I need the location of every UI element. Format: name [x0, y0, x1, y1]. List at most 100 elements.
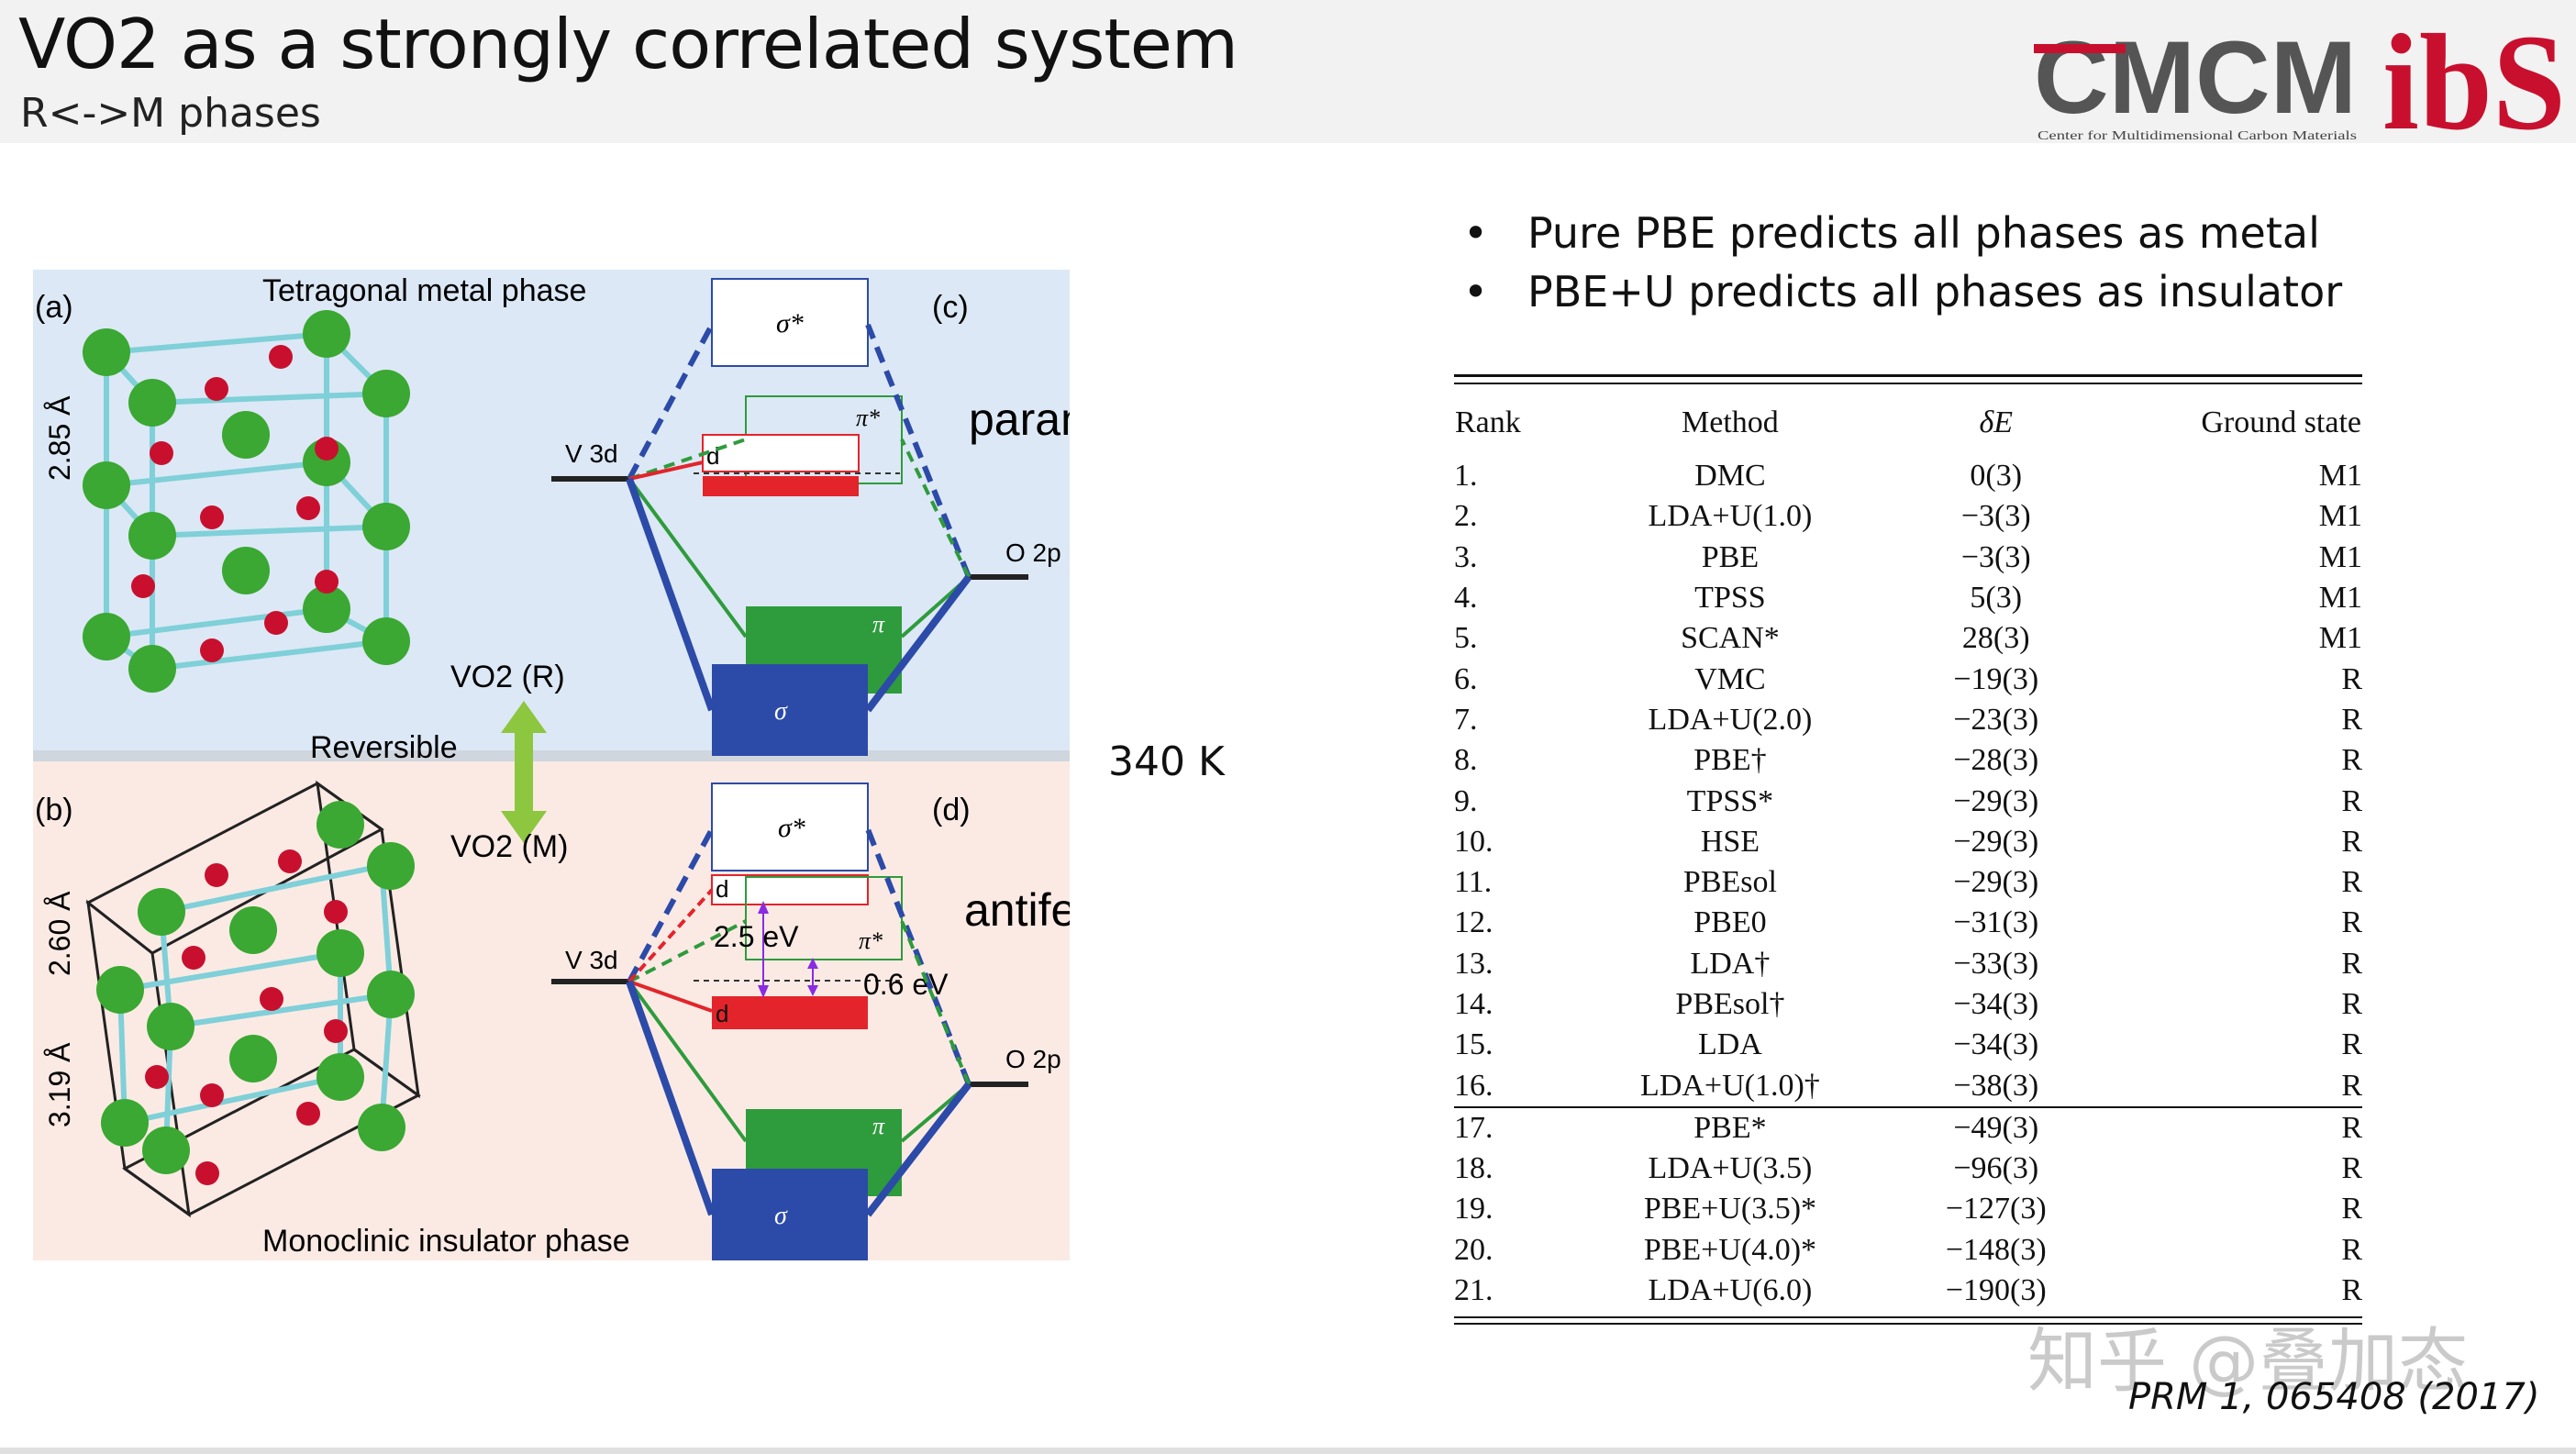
sigma-star-label-c: σ* — [776, 308, 804, 339]
cell-delta-e: 5(3) — [1970, 581, 2023, 616]
table-row: 14.PBEsol†−34(3)R — [1454, 984, 2362, 1025]
cell-method: LDA+U(6.0) — [1648, 1273, 1813, 1308]
cell-method: DMC — [1694, 459, 1766, 494]
cmcm-logo-caption: Center for Multidimensional Carbon Mater… — [2037, 129, 2357, 143]
cell-rank: 3. — [1454, 539, 1478, 574]
cell-method: TPSS* — [1686, 783, 1774, 818]
cell-rank: 19. — [1454, 1192, 1493, 1226]
reversible-label: Reversible — [310, 730, 458, 765]
table-row: 9. TPSS* −29(3) R — [1454, 781, 2362, 821]
cell-delta-e: −3(3) — [1960, 539, 2031, 574]
cell-ground-state: R — [2341, 865, 2362, 900]
slide-subtitle: R<->M phases — [20, 90, 321, 137]
tetragonal-label: Tetragonal metal phase — [262, 273, 586, 308]
pi-label-d: π — [872, 1113, 885, 1139]
antiferromagnetic-label: antiferromagnetic — [964, 884, 1070, 936]
sigma-star-label-d: σ* — [778, 813, 805, 843]
cell-delta-e: −148(3) — [1945, 1232, 2047, 1267]
cell-rank: 4. — [1454, 581, 1478, 616]
cell-ground-state: R — [2124, 1105, 2362, 1149]
cell-delta-e: −190(3) — [1945, 1273, 2047, 1308]
cell-ground-state: M1 — [2318, 499, 2362, 534]
table-row: 8.PBE†−28(3)R — [1454, 740, 2362, 781]
slide-title: VO2 as a strongly correlated system — [18, 4, 1238, 84]
ibs-logo-text: ibS — [2382, 6, 2566, 138]
table-row: 15.LDA−34(3)R — [1454, 1025, 2362, 1065]
reversible-arrow — [501, 701, 547, 843]
cell-delta-e: −29(3) — [1953, 783, 2039, 818]
sigma-label-d: σ — [774, 1202, 788, 1230]
table-row: 19.PBE+U(3.5)*−127(3)R — [1454, 1189, 2362, 1229]
cell-ground-state: M1 — [2318, 581, 2362, 616]
cell-rank: 11. — [1454, 865, 1493, 900]
cell-rank: 15. — [1454, 1027, 1493, 1062]
panel-label-a: (a) — [35, 290, 73, 325]
cell-delta-e: −38(3) — [1953, 1068, 2039, 1103]
cell-rank: 10. — [1454, 824, 1493, 859]
cell-method: PBE† — [1693, 743, 1767, 778]
vo2-m-label: VO2 (M) — [450, 829, 568, 864]
cell-delta-e: 28(3) — [1961, 621, 2030, 656]
bullet-text: PBE+U predicts all phases as insulator — [1527, 267, 2343, 316]
cell-rank: 7. — [1454, 702, 1478, 737]
table-row: 2.LDA+U(1.0)−3(3)M1 — [1454, 496, 2362, 537]
cell-delta-e: −19(3) — [1953, 661, 2039, 696]
cell-rank: 20. — [1454, 1232, 1493, 1267]
d-parallel-lower-label-d: d — [716, 1000, 728, 1027]
table-row: 6.VMC−19(3)R — [1454, 659, 2362, 699]
cell-delta-e: −29(3) — [1953, 824, 2039, 859]
cmcm-logo-text: CMCM — [2034, 26, 2357, 135]
cell-rank: 16. — [1454, 1068, 1493, 1103]
cell-ground-state: R — [2341, 783, 2362, 818]
o2p-label-c: O 2p — [1005, 538, 1061, 567]
cell-delta-e: −28(3) — [1953, 743, 2039, 778]
cell-method: LDA† — [1690, 946, 1771, 981]
cell-ground-state: R — [2341, 946, 2362, 981]
cell-delta-e: −127(3) — [1945, 1192, 2047, 1226]
gap-0-6-label: 0.6 eV — [863, 968, 949, 1001]
cell-ground-state: R — [2341, 1232, 2362, 1267]
cell-rank: 8. — [1454, 743, 1478, 778]
table-row: 10.HSE−29(3)R — [1454, 822, 2362, 862]
table-row: 18.LDA+U(3.5)−96(3)R — [1454, 1149, 2362, 1189]
dim-2-60: 2.60 Å — [43, 891, 76, 976]
cell-method: LDA+U(3.5) — [1648, 1151, 1813, 1186]
cell-rank: 12. — [1454, 905, 1493, 940]
energy-diagram-c: σ* π* d π σ V 3d O 2p — [551, 278, 1061, 756]
dim-3-19: 3.19 Å — [43, 1042, 76, 1127]
table-row: 17.PBE*−49(3)R — [1454, 1105, 2362, 1149]
table-row: 12.PBE0−31(3)R — [1454, 903, 2362, 943]
v3d-label-d: V 3d — [565, 946, 618, 974]
o2p-label-d: O 2p — [1005, 1045, 1061, 1073]
cell-rank: 2. — [1454, 499, 1478, 534]
header-ground-state: Ground state — [2201, 405, 2361, 439]
table-row: 5.SCAN*28(3)M1 — [1454, 618, 2362, 659]
cell-ground-state: R — [2341, 1068, 2362, 1103]
vo2-figure: (a) (b) (c) (d) Tetragonal metal phase M… — [33, 270, 1070, 1260]
pi-star-label-c: π* — [856, 405, 880, 431]
table-row: 20.PBE+U(4.0)*−148(3)R — [1454, 1230, 2362, 1271]
cell-delta-e: −23(3) — [1953, 702, 2039, 737]
sigma-label-c: σ — [774, 697, 788, 726]
panel-label-d: (d) — [932, 793, 971, 827]
cell-delta-e: −96(3) — [1953, 1151, 2039, 1186]
table-row: 11.PBEsol−29(3)R — [1454, 862, 2362, 903]
cell-ground-state: M1 — [2318, 621, 2362, 656]
paramagnetic-label: paramagnetic — [969, 394, 1070, 445]
cell-delta-e: −33(3) — [1953, 946, 2039, 981]
d-parallel-upper-label-d: d — [716, 875, 728, 903]
bullet-item: •Pure PBE predicts all phases as metal — [1463, 208, 2320, 258]
table-row: 21.LDA+U(6.0)−190(3)R — [1454, 1271, 2362, 1311]
cell-method: PBE0 — [1693, 905, 1767, 940]
cell-method: LDA — [1697, 1027, 1762, 1062]
cell-rank: 9. — [1454, 783, 1478, 818]
cell-ground-state: R — [2341, 824, 2362, 859]
table-row: 7.LDA+U(2.0)−23(3)R — [1454, 700, 2362, 740]
citation: PRM 1, 065408 (2017) — [2128, 1376, 2540, 1418]
cell-delta-e: 0(3) — [1970, 459, 2023, 494]
cell-method: PBE* — [1592, 1105, 1869, 1149]
cell-ground-state: R — [2341, 1192, 2362, 1226]
cell-rank: 17. — [1454, 1105, 1593, 1149]
cell-rank: 13. — [1454, 946, 1493, 981]
